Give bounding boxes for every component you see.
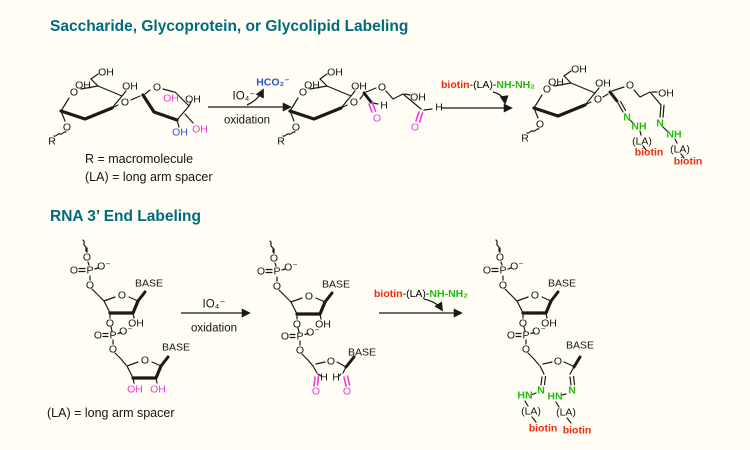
aldehyde-oxygen-label: O	[373, 113, 381, 125]
imine-nitrogen-label: N	[623, 112, 631, 124]
hydrazide-hn-label: HN	[517, 390, 532, 402]
cis-diol-hydroxyl-label: OH	[127, 384, 143, 396]
reagent-linker-part: -(LA)-	[403, 288, 430, 300]
aldehyde-oxygen-label: O	[343, 386, 351, 398]
rna-upper-nucleotide	[68, 238, 165, 367]
oxidation-reagent-label: IO₄⁻	[233, 91, 256, 103]
imine-double-bonds	[540, 375, 576, 386]
cis-diol-hydroxyl-label: OH	[163, 93, 179, 105]
ring-oxygen-label: O	[153, 82, 161, 94]
imine-double-bonds	[617, 100, 665, 118]
long-arm-spacer-label: (LA)	[556, 407, 576, 419]
long-arm-spacer-label: (LA)	[670, 144, 690, 156]
aldehyde-oxygen-label: O	[312, 386, 320, 398]
reagent-hydrazide-part: NH-NH₂	[496, 79, 535, 91]
ribose-ring-oxygen-label: O	[141, 355, 149, 367]
left-pyranose-ring	[519, 61, 613, 147]
ether-oxygen-label: O	[378, 82, 386, 94]
ring-open-oxygen-label: O	[327, 356, 335, 368]
biotin-label: biotin	[529, 423, 558, 435]
structure-saccharide-substrate: O OH OH OH OH	[46, 64, 208, 150]
hydrazide-nh-label: NH	[666, 129, 681, 141]
cis-diol-hydroxyl-label: OH	[192, 124, 208, 136]
aldehyde-h-label: H	[435, 102, 443, 114]
base-label: BASE	[162, 342, 190, 354]
aldehyde-double-bonds	[368, 102, 424, 123]
imine-nitrogen-label: N	[656, 118, 664, 130]
labeling-reagent-label: biotin-(LA)-NH-NH₂	[374, 288, 468, 300]
structure-rna-biotinylated: O BASE N HN (LA) biotin N HN (LA) biotin	[481, 238, 594, 437]
hydroxyl-label: OH	[185, 94, 201, 106]
structure-rna-dialdehyde: O BASE H H O O	[255, 239, 376, 398]
labeling-step-2: biotin-(LA)-NH-NH₂	[374, 288, 468, 318]
reagent-biotin-part: biotin	[441, 79, 470, 91]
oxidation-step-1: IO₄⁻ oxidation HCO₂⁻	[208, 77, 292, 127]
structure-saccharide-biotinylated: O OH N NH (LA) biotin N NH (LA) biotin	[519, 61, 703, 168]
rna-upper-nucleotide	[481, 238, 578, 367]
left-pyranose-ring	[46, 64, 140, 150]
aldehyde-oxygen-label: O	[411, 122, 419, 134]
long-arm-spacer-label: (LA)	[521, 406, 541, 418]
legend-r-definition: R = macromolecule	[85, 152, 193, 166]
legend-la-definition: (LA) = long arm spacer	[85, 170, 212, 184]
reagent-linker-part: -(LA)-	[470, 79, 497, 91]
byproduct-curved-arrow	[246, 88, 264, 106]
reagent-curved-arrow	[492, 91, 509, 105]
oxidation-label: oxidation	[224, 115, 270, 127]
long-arm-spacer-label: (LA)	[632, 136, 652, 148]
base-label: BASE	[566, 340, 594, 352]
structure-rna-substrate: O BASE OH OH	[68, 238, 190, 396]
aldehyde-h-label: H	[332, 372, 340, 384]
aldehyde-h-label: H	[380, 100, 388, 112]
section2-title: RNA 3’ End Labeling	[50, 208, 201, 225]
section1-title: Saccharide, Glycoprotein, or Glycolipid …	[50, 18, 408, 35]
reagent-curved-arrow	[423, 298, 443, 312]
ring-open-oxygen-label: O	[554, 356, 562, 368]
imine-nitrogen-label: N	[537, 385, 545, 397]
reagent-hydrazide-part: NH-NH₂	[429, 288, 468, 300]
rna-upper-nucleotide	[255, 239, 352, 368]
biotin-label: biotin	[563, 425, 592, 437]
biotin-label: biotin	[674, 156, 703, 168]
formate-byproduct-label: HCO₂⁻	[256, 77, 290, 89]
labeling-step-1: biotin-(LA)-NH-NH₂	[441, 79, 535, 113]
hydroxyl-label: OH	[658, 88, 674, 100]
imine-nitrogen-label: N	[568, 385, 576, 397]
cis-diol-hydroxyl-blue-label: OH	[172, 127, 188, 139]
oxidation-step-2: IO₄⁻ oxidation	[181, 299, 251, 335]
left-pyranose-ring	[275, 64, 369, 150]
hydrazide-hn-label: HN	[547, 391, 562, 403]
labeling-reagent-label: biotin-(LA)-NH-NH₂	[441, 79, 535, 91]
ether-oxygen-label: O	[626, 80, 634, 92]
base-label: BASE	[348, 347, 376, 359]
hydrazide-nh-label: NH	[631, 121, 646, 133]
aldehyde-double-bonds	[313, 375, 351, 387]
legend-la-definition-2: (LA) = long arm spacer	[47, 406, 174, 420]
structure-saccharide-dialdehyde: O H O OH H O	[275, 64, 443, 150]
oxidation-label: oxidation	[191, 323, 237, 335]
aldehyde-h-label: H	[320, 372, 328, 384]
hydroxyl-label: OH	[410, 92, 426, 104]
oxidation-reagent-label: IO₄⁻	[203, 299, 226, 311]
reagent-biotin-part: biotin	[374, 288, 403, 300]
biotin-label: biotin	[635, 147, 664, 159]
cis-diol-hydroxyl-label: OH	[150, 384, 166, 396]
